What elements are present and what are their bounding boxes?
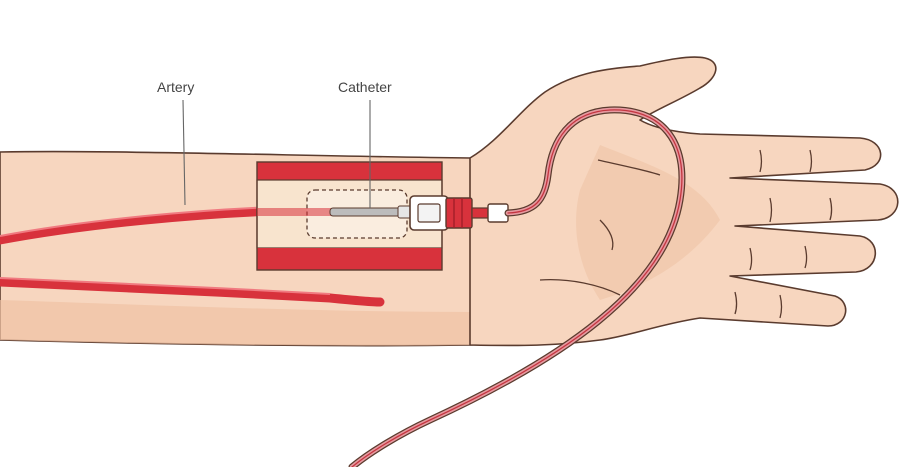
connector-stem xyxy=(472,208,488,218)
tape-red-top xyxy=(257,162,442,180)
artery-label: Artery xyxy=(157,79,194,95)
catheter-hub-inner xyxy=(418,204,440,222)
tape-red-bottom xyxy=(257,248,442,270)
catheter-label: Catheter xyxy=(338,79,392,95)
connector-red xyxy=(446,198,472,228)
